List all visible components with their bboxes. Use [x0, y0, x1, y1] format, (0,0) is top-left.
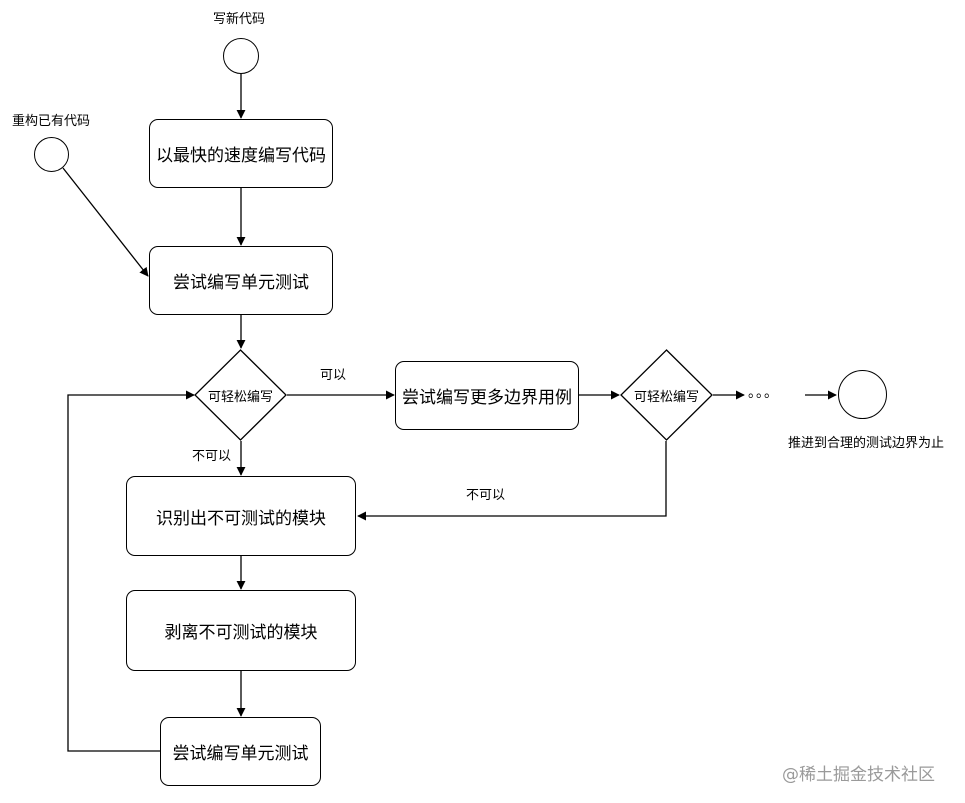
decision-2: 可轻松编写: [620, 349, 713, 441]
decision-1-no-label: 不可以: [192, 449, 232, 464]
decision-1: 可轻松编写: [194, 349, 287, 441]
end-node: [838, 370, 887, 419]
decision-2-label: 可轻松编写: [633, 389, 699, 405]
more-edge-cases-box: 尝试编写更多边界用例: [395, 361, 579, 430]
watermark: @稀土掘金技术社区: [782, 765, 935, 785]
start-refactor-node: [34, 137, 69, 172]
decision-2-no-label: 不可以: [466, 488, 506, 503]
start-refactor-label: 重构已有代码: [12, 114, 91, 129]
ellipsis-label: 。。。: [748, 385, 779, 401]
decision-1-label: 可轻松编写: [207, 389, 273, 405]
identify-untestable-box: 识别出不可测试的模块: [126, 476, 356, 556]
try-unit-test-box-1: 尝试编写单元测试: [149, 246, 333, 315]
start-new-code-label: 写新代码: [213, 12, 266, 27]
write-fast-box: 以最快的速度编写代码: [149, 119, 333, 188]
edge-refactor-to-test1: [62, 167, 149, 277]
decision-1-yes-label: 可以: [320, 368, 347, 383]
edge-decision2-no: [357, 441, 667, 521]
end-label: 推进到合理的测试边界为止: [788, 436, 945, 451]
try-unit-test-box-2: 尝试编写单元测试: [160, 717, 321, 786]
strip-untestable-box: 剥离不可测试的模块: [126, 590, 356, 671]
start-new-code-node: [223, 38, 259, 74]
edge-loop-back: [67, 390, 195, 752]
